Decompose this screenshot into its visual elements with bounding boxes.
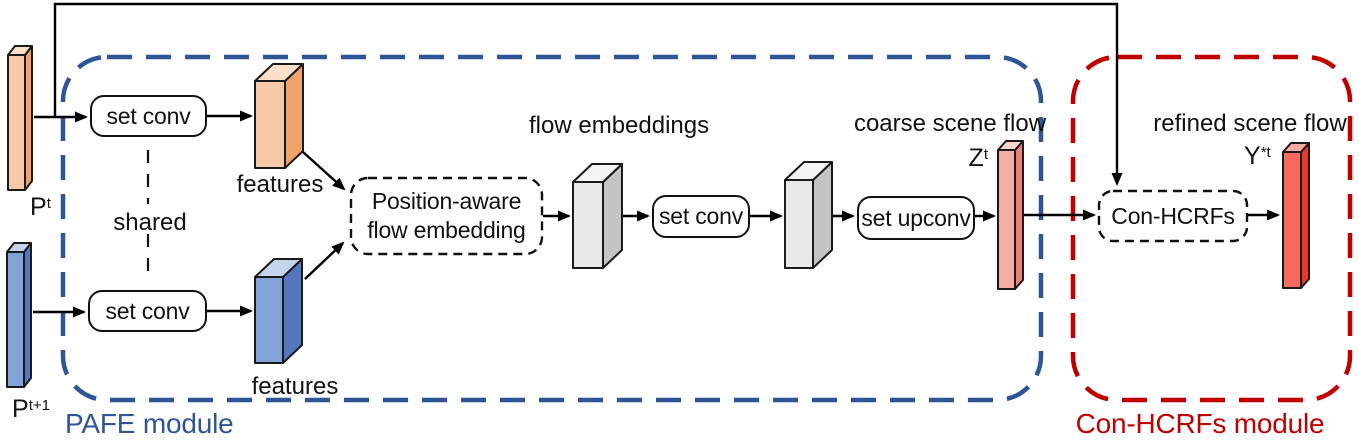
pafe-module-label: PAFE module — [65, 408, 234, 439]
pt1-base: P — [12, 395, 29, 423]
flow-embeddings-cuboid — [572, 163, 623, 269]
pt1-label: Pt+1 — [12, 395, 50, 424]
coarse-scene-flow-label: coarse scene flow — [853, 110, 1047, 137]
yt-label: Y*t — [1244, 142, 1271, 171]
refined-scene-flow-bar — [1282, 142, 1310, 289]
yt-base: Y — [1244, 142, 1261, 170]
zt-label: Zt — [938, 144, 988, 173]
position-aware-flow-embedding-block[interactable]: Position-aware flow embedding — [351, 178, 542, 254]
point-cloud-pt1-bar — [6, 242, 32, 388]
flow-embeddings-label: flow embeddings — [529, 112, 710, 139]
intermediate-features-cuboid — [784, 161, 833, 269]
coarse-scene-flow-bar — [997, 140, 1024, 290]
set-conv-1-box[interactable]: set conv — [90, 95, 207, 137]
set-conv-3-box[interactable]: set conv — [652, 195, 750, 238]
set-conv-2-box[interactable]: set conv — [88, 290, 207, 332]
skip-connection-line — [53, 2, 1123, 186]
pafe-module-border — [60, 54, 1044, 403]
shared-label: shared — [113, 209, 187, 236]
set-conv-2-label: set conv — [105, 297, 190, 324]
pt-label: Pt — [30, 193, 51, 222]
pafe-block-line2: flow embedding — [367, 217, 526, 243]
set-upconv-box[interactable]: set upconv — [857, 196, 975, 240]
con-hcrfs-module-label: Con-HCRFs module — [1075, 408, 1325, 439]
zt-sup: t — [983, 146, 988, 163]
arrow-features-bottom-to-pafe — [304, 241, 345, 280]
yt-sup: *t — [1260, 144, 1271, 161]
point-cloud-pt-bar — [7, 45, 33, 191]
pt1-sup: t+1 — [28, 397, 50, 414]
set-conv-1-label: set conv — [106, 102, 191, 129]
flow-arrows — [33, 110, 1280, 318]
con-hcrfs-block-label: Con-HCRFs — [1111, 202, 1235, 229]
arrow-features-top-to-pafe — [302, 151, 346, 191]
features-top-label: features — [236, 171, 324, 198]
features-top-cuboid — [254, 63, 304, 169]
pt-sup: t — [46, 195, 51, 212]
con-hcrfs-module-border — [1070, 54, 1353, 403]
features-bottom-label: features — [251, 373, 339, 400]
pafe-block-line1: Position-aware — [371, 188, 522, 214]
refined-scene-flow-label: refined scene flow — [1153, 110, 1347, 137]
con-hcrfs-box — [1097, 189, 1249, 243]
zt-base: Z — [968, 144, 984, 172]
con-hcrfs-block[interactable]: Con-HCRFs — [1099, 191, 1247, 241]
features-bottom-cuboid — [254, 258, 303, 364]
set-upconv-label: set upconv — [861, 204, 971, 231]
pt-base: P — [30, 193, 47, 221]
set-conv-3-label: set conv — [658, 203, 744, 229]
position-aware-flow-embedding-box — [349, 176, 544, 256]
